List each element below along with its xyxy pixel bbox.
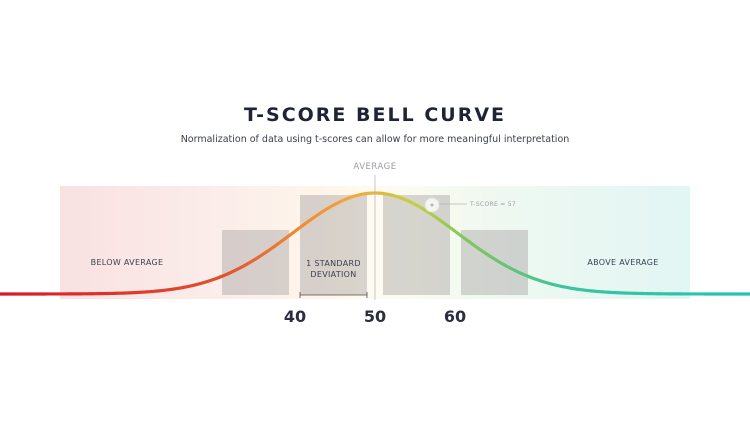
deviation-block-3 [383, 195, 450, 295]
t-score-marker-dot [430, 203, 434, 207]
deviation-block-1 [222, 230, 289, 295]
above-average-label: ABOVE AVERAGE [587, 258, 659, 267]
page-title: T-SCORE BELL CURVE [243, 104, 507, 126]
axis-tick-40: 40 [283, 307, 307, 326]
bell-curve [0, 191, 750, 296]
t-score-label: T-SCORE = 57 [470, 201, 517, 208]
deviation-bracket [299, 292, 368, 298]
average-label: AVERAGE [353, 162, 397, 172]
standard-deviation-label: 1 STANDARD DEVIATION [306, 259, 361, 279]
axis-tick-50: 50 [363, 307, 387, 326]
below-average-label: BELOW AVERAGE [90, 258, 164, 267]
page-subtitle: Normalization of data using t-scores can… [180, 134, 570, 145]
deviation-block-2 [300, 195, 367, 295]
axis-tick-60: 60 [443, 307, 467, 326]
t-score-marker [424, 197, 467, 213]
deviation-blocks [222, 195, 528, 295]
deviation-block-4 [461, 230, 528, 295]
